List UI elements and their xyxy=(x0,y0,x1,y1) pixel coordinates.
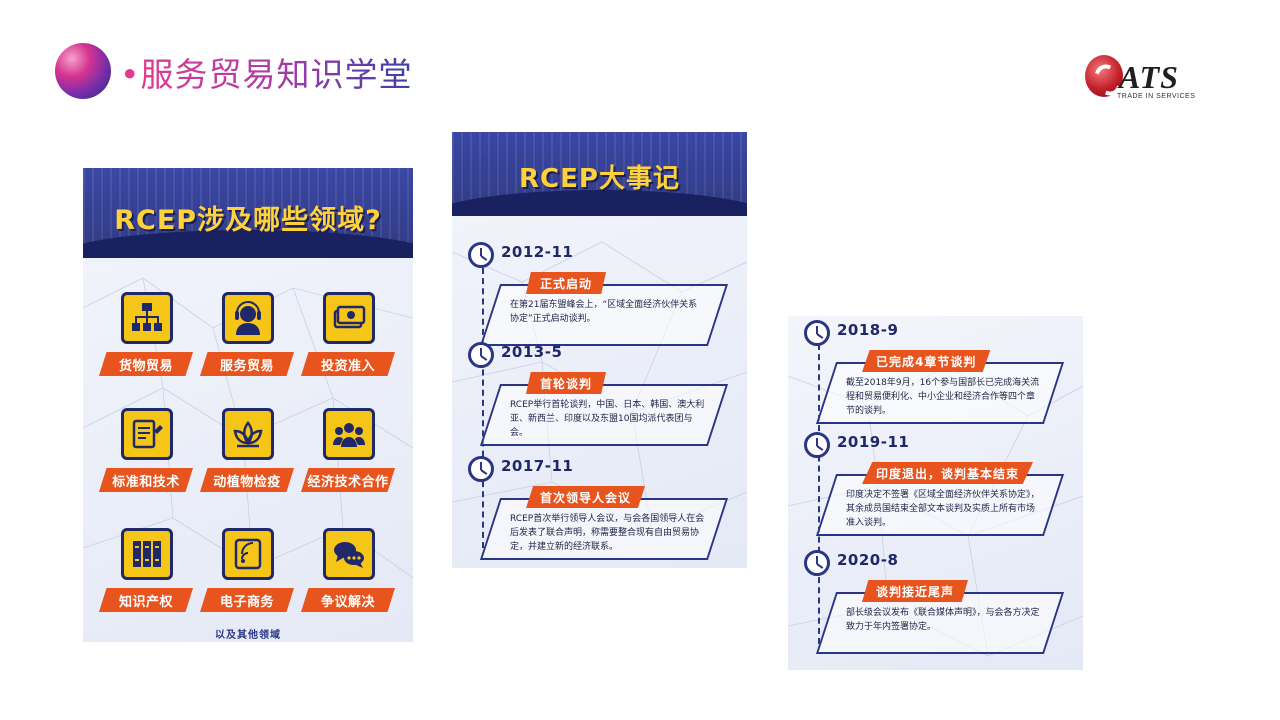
event-tag: 首次领导人会议 xyxy=(526,486,646,508)
area-tile-dispute-settlement: 争议解决 xyxy=(299,528,399,620)
brand-sphere-logo xyxy=(55,43,111,99)
area-label: 货物贸易 xyxy=(99,352,193,376)
rcep-timeline-poster-continued: 2018-9 已完成4章节谈判 截至2018年9月，16个参与国部长已完成海关流… xyxy=(788,316,1083,670)
area-tile-economic-cooperation: 经济技术合作 xyxy=(299,408,399,500)
chat-bubbles-icon xyxy=(323,528,375,580)
poster-footer: 以及其他领域 xyxy=(215,630,281,641)
event-description: 截至2018年9月，16个参与国部长已完成海关流程和贸易便利化、中小企业和经济合… xyxy=(846,378,1040,416)
event-date: 2017-11 xyxy=(501,457,574,475)
timeline-event: 2020-8 谈判接近尾声 部长级会议发布《联合媒体声明》，与会各方决定致力于年… xyxy=(804,550,1074,660)
area-tile-standards: 标准和技术 xyxy=(97,408,197,500)
area-tile-intellectual-property: 知识产权 xyxy=(97,528,197,620)
org-chart-icon xyxy=(121,292,173,344)
timeline-line xyxy=(482,268,484,548)
timeline-line xyxy=(818,344,820,644)
timeline-event: 2019-11 印度退出，谈判基本结束 印度决定不签署《区域全面经济伙伴关系协定… xyxy=(804,432,1074,542)
page-title: •服务贸易知识学堂 xyxy=(120,50,412,94)
poster-header-band: RCEP涉及哪些领域? xyxy=(83,168,413,258)
ats-logo-word: ATS xyxy=(1119,59,1179,95)
rcep-timeline-poster: RCEP大事记 2012-11 正式启动 在第21届东盟峰会上，“区域全面经济伙… xyxy=(452,132,747,568)
area-tile-services-trade: 服务贸易 xyxy=(198,292,298,384)
headset-agent-icon xyxy=(222,292,274,344)
event-description: RCEP首次举行领导人会议，与会各国领导人在会后发表了联合声明，称需要整合现有自… xyxy=(510,514,705,552)
clock-icon xyxy=(468,242,494,268)
event-description: 部长级会议发布《联合媒体声明》，与会各方决定致力于年内签署协定。 xyxy=(846,608,1040,632)
area-label: 经济技术合作 xyxy=(301,468,395,492)
event-date: 2020-8 xyxy=(837,551,899,569)
area-label: 知识产权 xyxy=(99,588,193,612)
area-tile-quarantine: 动植物检疫 xyxy=(198,408,298,500)
event-description: RCEP举行首轮谈判，中国、日本、韩国、澳大利亚、新西兰、印度以及东盟10国均派… xyxy=(510,400,705,438)
event-tag: 印度退出，谈判基本结束 xyxy=(862,462,1034,484)
clock-icon xyxy=(804,320,830,346)
timeline-event: 2018-9 已完成4章节谈判 截至2018年9月，16个参与国部长已完成海关流… xyxy=(804,320,1074,430)
event-tag: 已完成4章节谈判 xyxy=(862,350,991,372)
clock-icon xyxy=(804,550,830,576)
document-pen-icon xyxy=(121,408,173,460)
event-date: 2012-11 xyxy=(501,243,574,261)
area-tile-e-commerce: 电子商务 xyxy=(198,528,298,620)
books-icon xyxy=(121,528,173,580)
event-description: 印度决定不签署《区域全面经济伙伴关系协定》，其余成员国结束全部文本谈判及实质上所… xyxy=(846,490,1040,528)
lotus-icon xyxy=(222,408,274,460)
clock-icon xyxy=(468,342,494,368)
area-label: 争议解决 xyxy=(301,588,395,612)
tablet-signal-icon xyxy=(222,528,274,580)
area-label: 投资准入 xyxy=(301,352,395,376)
area-label: 标准和技术 xyxy=(99,468,193,492)
event-date: 2013-5 xyxy=(501,343,563,361)
event-description: 在第21届东盟峰会上，“区域全面经济伙伴关系协定”正式启动谈判。 xyxy=(510,300,698,324)
poster-title: RCEP涉及哪些领域? xyxy=(114,205,382,236)
area-label: 动植物检疫 xyxy=(200,468,294,492)
ats-logo-sub: TRADE IN SERVICES xyxy=(1117,93,1196,100)
timeline-event: 2013-5 首轮谈判 RCEP举行首轮谈判，中国、日本、韩国、澳大利亚、新西兰… xyxy=(468,342,738,452)
people-group-icon xyxy=(323,408,375,460)
ats-logo: ATS TRADE IN SERVICES xyxy=(1085,55,1200,103)
timeline-event: 2012-11 正式启动 在第21届东盟峰会上，“区域全面经济伙伴关系协定”正式… xyxy=(468,242,738,352)
rcep-areas-poster: RCEP涉及哪些领域? 货物贸易 服务贸易 投资准入 标准和技术 动植物检疫 xyxy=(83,168,413,642)
clock-icon xyxy=(804,432,830,458)
area-label: 服务贸易 xyxy=(200,352,294,376)
area-tile-investment-access: 投资准入 xyxy=(299,292,399,384)
event-tag: 谈判接近尾声 xyxy=(862,580,969,602)
event-date: 2019-11 xyxy=(837,433,910,451)
area-label: 电子商务 xyxy=(200,588,294,612)
event-date: 2018-9 xyxy=(837,321,899,339)
ats-swirl-icon xyxy=(1085,55,1123,97)
event-tag: 首轮谈判 xyxy=(526,372,607,394)
poster-title: RCEP大事记 xyxy=(519,164,680,194)
area-tile-goods-trade: 货物贸易 xyxy=(97,292,197,384)
poster-header-band: RCEP大事记 xyxy=(452,132,747,216)
clock-icon xyxy=(468,456,494,482)
timeline-event: 2017-11 首次领导人会议 RCEP首次举行领导人会议，与会各国领导人在会后… xyxy=(468,456,738,566)
event-tag: 正式启动 xyxy=(526,272,607,294)
cash-stack-icon xyxy=(323,292,375,344)
